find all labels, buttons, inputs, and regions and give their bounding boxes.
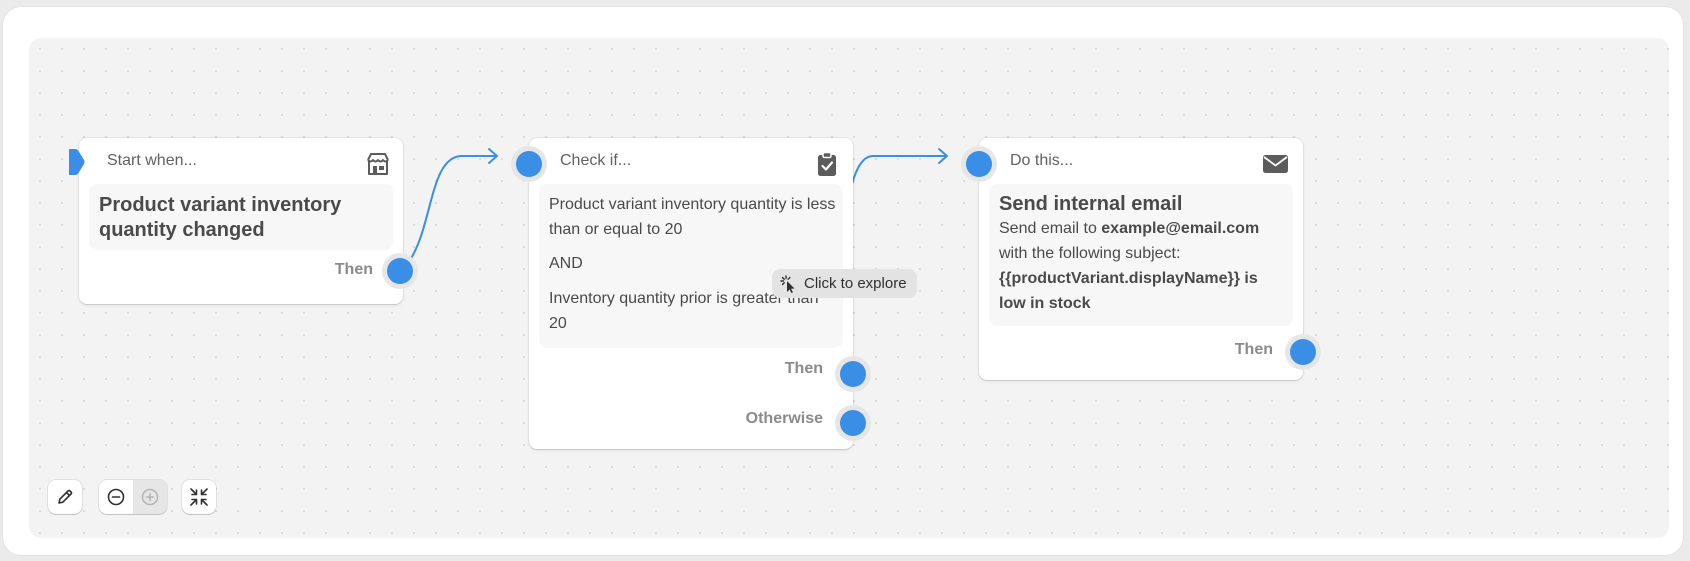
arrowhead-action — [938, 148, 948, 164]
zoom-in-icon — [141, 488, 159, 506]
action-then-label: Then — [1234, 341, 1273, 358]
trigger-event-box: Product variant inventory quantity chang… — [89, 184, 393, 250]
edit-button[interactable] — [48, 480, 82, 514]
condition-rule-2: Inventory quantity prior is greater than… — [549, 290, 819, 332]
action-line-prefix: Send email to — [999, 220, 1102, 237]
zoom-out-icon — [107, 488, 125, 506]
action-line-middle: with the following subject: — [999, 245, 1181, 262]
tooltip-label: Click to explore — [804, 275, 907, 292]
condition-then-label: Then — [784, 360, 823, 377]
action-then-port[interactable] — [1290, 339, 1316, 365]
store-icon — [367, 153, 389, 175]
pencil-icon — [58, 489, 73, 504]
click-to-explore-tooltip[interactable]: Click to explore — [772, 269, 917, 298]
action-recipient: example@email.com — [1101, 220, 1260, 237]
action-input-port[interactable] — [966, 151, 992, 177]
clipboard-check-icon — [818, 151, 836, 176]
condition-rules-box: Product variant inventory quantity is le… — [539, 184, 843, 348]
action-recipient-line: Send email to example@email.com — [999, 216, 1289, 241]
workflow-canvas[interactable]: Start when... Product variant inventory … — [29, 38, 1669, 538]
workflow-editor-frame: Start when... Product variant inventory … — [3, 7, 1683, 555]
trigger-header: Start when... — [107, 152, 197, 169]
fit-to-view-button[interactable] — [182, 480, 216, 514]
condition-then-port[interactable] — [840, 361, 866, 387]
zoom-out-button[interactable] — [99, 480, 133, 514]
condition-card[interactable]: Check if... Product variant inventory qu… — [516, 138, 866, 449]
cursor-click-icon — [780, 274, 795, 293]
action-subject: {{productVariant.displayName}} is low in… — [999, 270, 1258, 312]
action-header: Do this... — [1010, 152, 1074, 169]
start-marker-icon — [69, 149, 85, 175]
action-details-box: Send internal email Send email to exampl… — [989, 184, 1293, 326]
action-title: Send internal email — [999, 193, 1183, 215]
condition-header: Check if... — [560, 152, 632, 169]
condition-otherwise-label: Otherwise — [745, 410, 823, 427]
action-card[interactable]: Do this... Send internal email Send emai… — [966, 138, 1316, 380]
zoom-controls — [99, 480, 167, 514]
condition-input-port[interactable] — [516, 151, 542, 177]
zoom-in-button[interactable] — [133, 480, 167, 514]
trigger-then-label: Then — [334, 261, 373, 278]
condition-otherwise-port[interactable] — [840, 410, 866, 436]
condition-rule-1: Product variant inventory quantity is le… — [549, 196, 836, 238]
envelope-icon — [1263, 155, 1288, 173]
collapse-arrows-icon — [190, 488, 208, 506]
trigger-card[interactable]: Start when... Product variant inventory … — [69, 138, 413, 304]
condition-operator: AND — [549, 255, 583, 272]
trigger-then-port[interactable] — [387, 258, 413, 284]
arrowhead-condition — [488, 148, 498, 164]
trigger-event: Product variant inventory quantity chang… — [99, 194, 342, 241]
